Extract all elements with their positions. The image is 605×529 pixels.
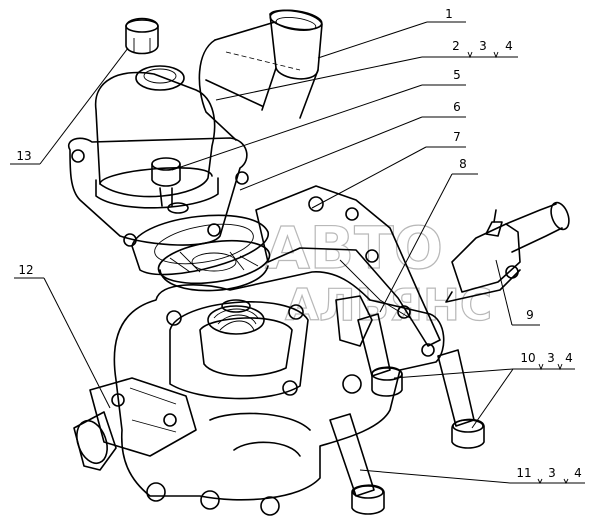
callout-12: 12 bbox=[14, 263, 111, 409]
callout-11-number: 11 bbox=[516, 466, 531, 480]
thermostat-element bbox=[157, 239, 271, 292]
sensor-9 bbox=[445, 201, 570, 303]
callout-9-number: 9 bbox=[526, 308, 534, 322]
callouts: 1 2 3 4 5 6 7 8 bbox=[10, 7, 585, 485]
callout-1-number: 1 bbox=[445, 7, 453, 21]
callout-9: 9 bbox=[495, 259, 540, 326]
gasket-6 bbox=[131, 214, 269, 276]
bolt-13 bbox=[125, 17, 159, 55]
callout-11: 11 3 4 bbox=[359, 466, 585, 485]
valve-spring bbox=[207, 299, 265, 335]
bolt-11 bbox=[329, 413, 385, 515]
callout-10: 10 3 4 bbox=[393, 351, 575, 429]
bolts-10 bbox=[357, 313, 485, 449]
callout-13: 13 bbox=[10, 47, 129, 165]
watermark-line-1: АВТО bbox=[265, 214, 443, 282]
inlet-port-12 bbox=[73, 377, 197, 471]
callout-10-number-2: 3 bbox=[547, 351, 555, 365]
callout-13-number: 13 bbox=[16, 149, 31, 163]
bracket-7 bbox=[255, 185, 441, 347]
callout-11-number-3: 4 bbox=[574, 466, 582, 480]
outlet-pipe bbox=[198, 9, 323, 141]
callout-11-number-2: 3 bbox=[548, 466, 556, 480]
callout-7-number: 7 bbox=[453, 130, 461, 144]
pump-body bbox=[113, 271, 445, 516]
callout-6-number: 6 bbox=[453, 100, 461, 114]
callout-8: 8 bbox=[379, 157, 478, 313]
callout-5-number: 5 bbox=[453, 68, 461, 82]
callout-10-number-3: 4 bbox=[565, 351, 573, 365]
callout-2-number-3: 4 bbox=[505, 39, 513, 53]
callout-10-number: 10 bbox=[520, 351, 535, 365]
callout-8-number: 8 bbox=[459, 157, 467, 171]
callout-7: 7 bbox=[311, 130, 466, 209]
callout-2-number: 2 bbox=[452, 39, 460, 53]
water-pump-assembly bbox=[67, 9, 570, 516]
callout-2-number-2: 3 bbox=[479, 39, 487, 53]
bolt-5 bbox=[151, 157, 189, 214]
callout-1: 1 bbox=[317, 7, 466, 59]
callout-6: 6 bbox=[239, 100, 466, 191]
thermostat-housing bbox=[67, 65, 249, 247]
callout-12-number: 12 bbox=[18, 263, 33, 277]
callout-2: 2 3 4 bbox=[215, 39, 518, 101]
callout-5: 5 bbox=[171, 68, 466, 171]
